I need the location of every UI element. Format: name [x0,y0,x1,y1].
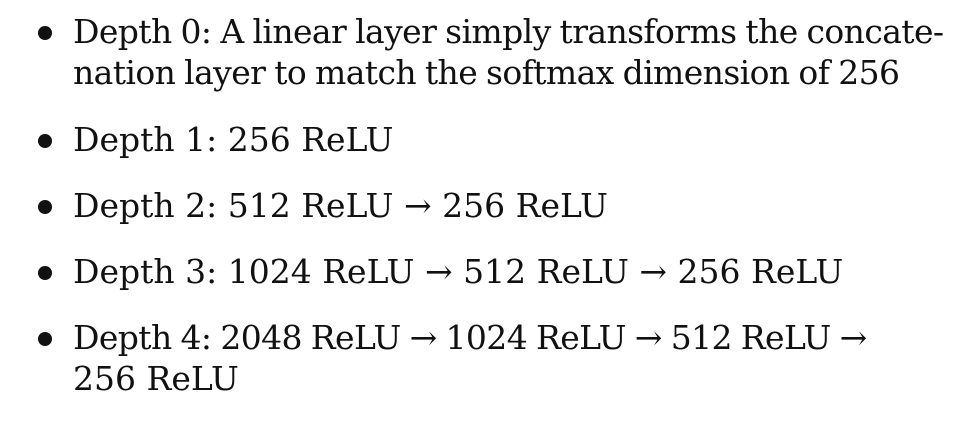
bullet-icon [38,134,52,148]
bullet-icon [38,26,52,40]
list-item-line: Depth 1: 256 ReLU [73,120,394,159]
bullet-icon [38,200,52,214]
list-item-line: Depth 4: 2048 ReLU → 1024 ReLU → 512 ReL… [73,318,867,357]
list-item-line: Depth 2: 512 ReLU → 256 ReLU [73,186,608,225]
list-item-line: Depth 3: 1024 ReLU → 512 ReLU → 256 ReLU [73,252,844,291]
bullet-icon [38,266,52,280]
list-item-line: 256 ReLU [73,359,239,398]
list-item-line: nation layer to match the softmax dimens… [73,53,900,92]
list-item-line: Depth 0: A linear layer simply transform… [73,12,944,51]
bullet-icon [38,332,52,346]
